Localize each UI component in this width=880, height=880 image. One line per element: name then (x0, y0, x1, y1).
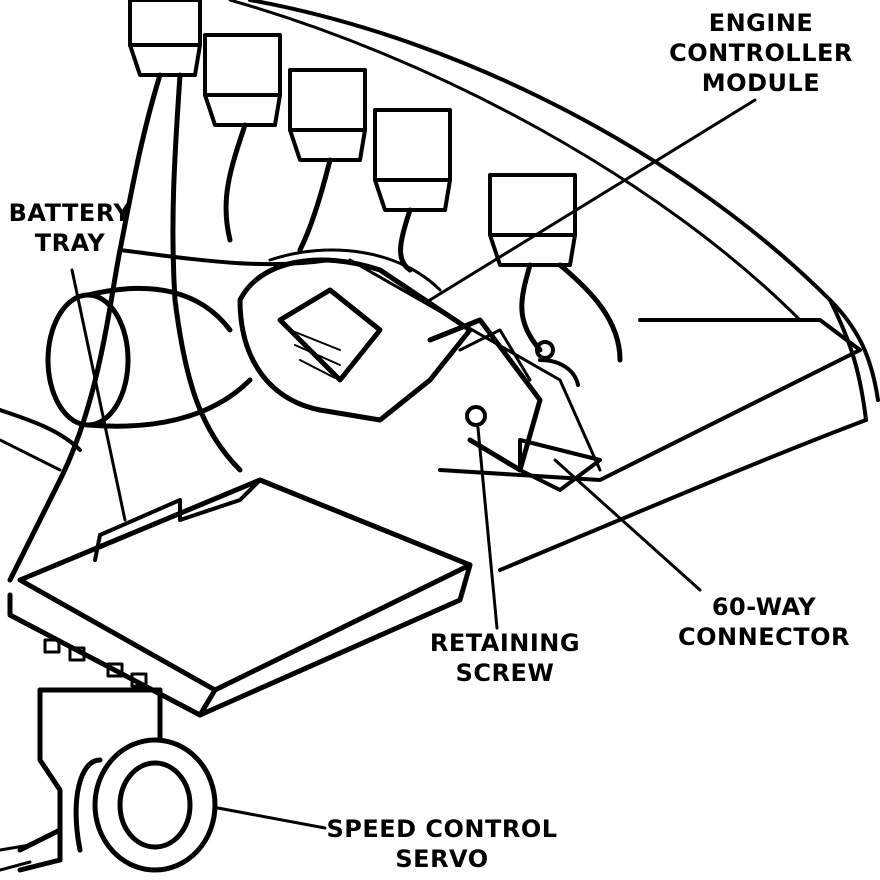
leader-battery-tray (70, 268, 127, 522)
label-sixty-way-connector: 60-WAY CONNECTOR (678, 593, 850, 651)
leader-lines (70, 98, 757, 830)
bulkhead-panel (268, 248, 862, 482)
label-engine-controller-module: ENGINE CONTROLLER MODULE (669, 9, 853, 97)
retaining-screw (465, 405, 487, 427)
relay-row (128, 0, 577, 267)
speed-control-servo (0, 687, 218, 873)
label-battery-tray: BATTERY TRAY (8, 199, 132, 257)
label-retaining-screw: RETAINING SCREW (429, 629, 581, 687)
label-speed-control-servo: SPEED CONTROL SERVO (326, 815, 558, 873)
leader-speed-control-servo (216, 806, 327, 830)
leader-sixty-way-connector (553, 458, 702, 592)
leader-retaining-screw (476, 426, 499, 630)
engine-controller-module (237, 257, 543, 473)
leader-engine-controller-module (428, 98, 757, 302)
sixty-way-connector-body (518, 340, 602, 492)
wiring-harness (0, 72, 623, 583)
battery-tray (7, 477, 473, 718)
fender-outline (228, 0, 880, 572)
air-intake-duct (45, 285, 253, 429)
